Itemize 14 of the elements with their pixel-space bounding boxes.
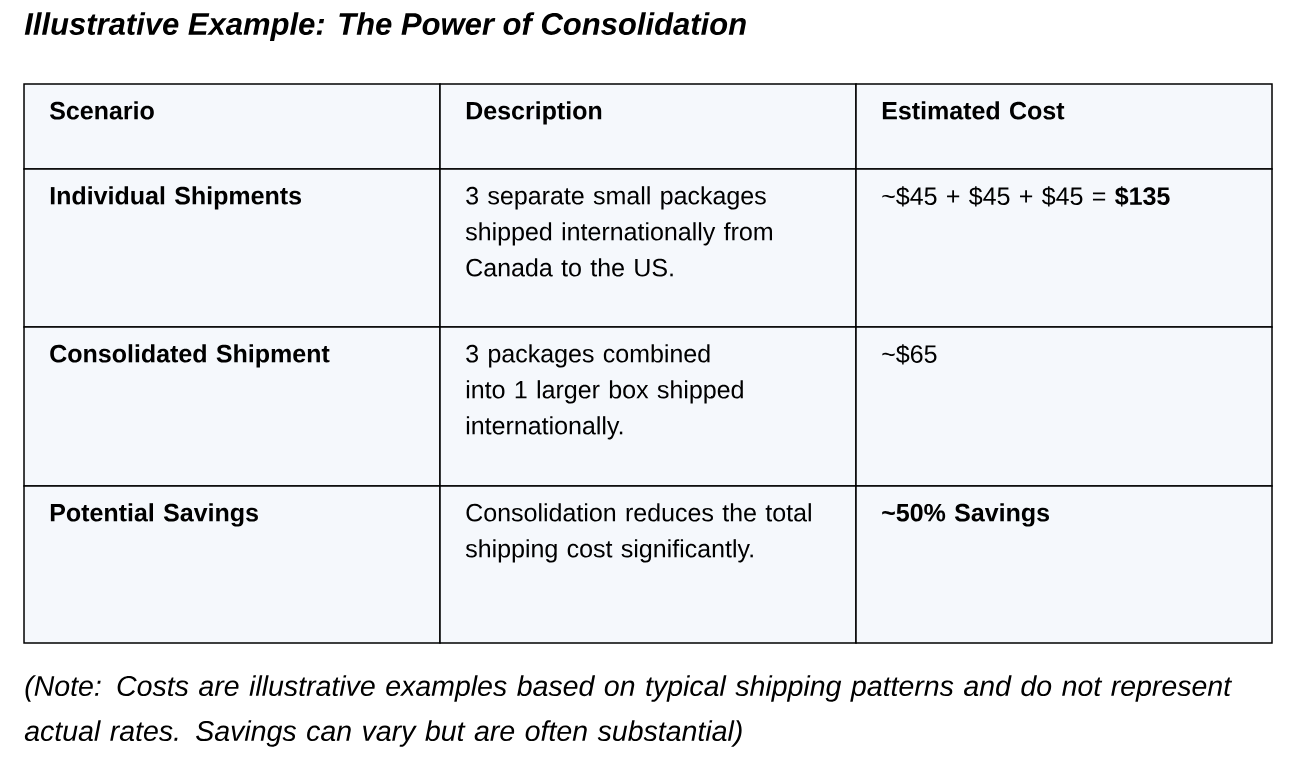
table-cell: 3 packages combined into 1 larger box shipped internationally.	[439, 326, 857, 487]
table-cell: 3 separate small packages shipped internationally from Canada to the US.	[439, 168, 857, 328]
table-cell: Consolidated Shipment	[23, 326, 441, 487]
table-cell: Consolidation reduces the total shipping cost significantly.	[439, 485, 857, 644]
table-cell: Potential Savings	[23, 485, 441, 644]
table-cell: ~$45 + $45 + $45 = $135	[855, 168, 1273, 328]
table-cell: ~$65	[855, 326, 1273, 487]
title: Illustrative Example: The Power of Consolidation	[24, 12, 746, 42]
note: (Note: Costs are illustrative examples based on typical shipping patterns and do not represent actual rates. Savings can vary but are often substantial)	[24, 675, 1233, 747]
table-cell: Individual Shipments	[23, 168, 441, 328]
header-cell: Description	[439, 83, 857, 170]
header-cell: Scenario	[23, 83, 441, 170]
header-cell: Estimated Cost	[855, 83, 1273, 170]
table-cell: ~50% Savings	[855, 485, 1273, 644]
